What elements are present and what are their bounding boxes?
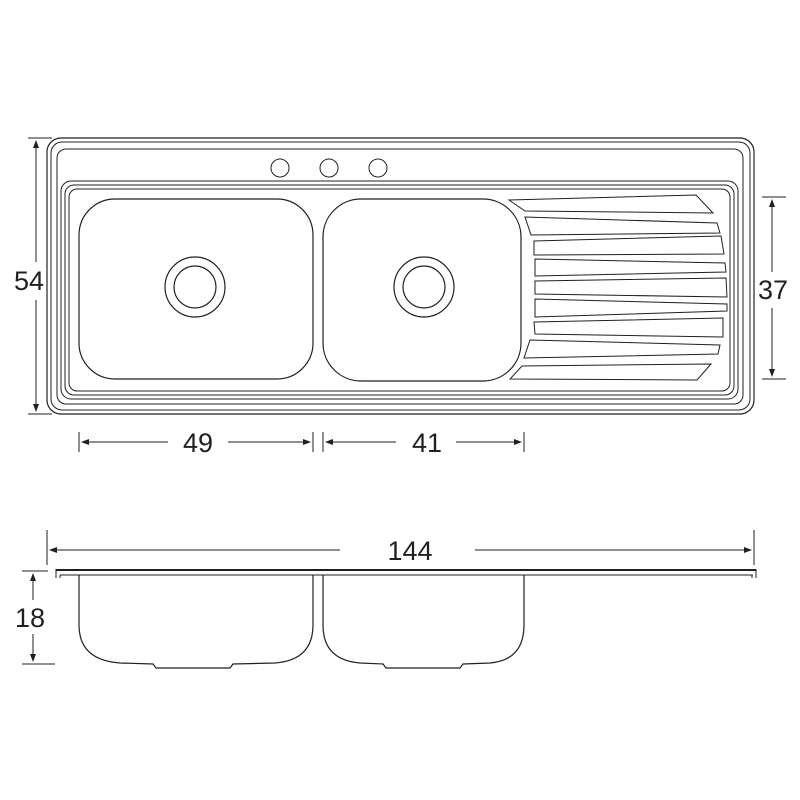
right-bowl [322, 198, 522, 382]
top-view [46, 137, 755, 415]
dimension-overall-depth: 54 [14, 137, 52, 415]
faucet-holes [270, 158, 388, 178]
left-bowl [78, 198, 314, 380]
faucet-hole [319, 158, 339, 178]
side-view [55, 569, 757, 669]
dimension-label-18: 18 [15, 603, 45, 633]
faucet-hole [368, 158, 388, 178]
dimension-label-49: 49 [183, 428, 213, 458]
left-drain [164, 256, 226, 318]
dimension-bowl-height: 18 [15, 570, 55, 665]
dimension-label-41: 41 [412, 428, 442, 458]
faucet-hole [270, 158, 290, 178]
dimension-drainboard-depth: 37 [758, 196, 788, 380]
drainboard-ribs [507, 194, 728, 381]
dimension-label-144: 144 [387, 536, 432, 566]
dimension-label-37: 37 [758, 275, 788, 305]
right-drain [393, 256, 455, 318]
dimension-overall-width: 144 [46, 530, 755, 566]
dimension-right-bowl-width: 41 [322, 428, 525, 458]
right-bowl-profile [322, 575, 525, 669]
dimension-label-54: 54 [14, 266, 44, 296]
dimension-left-bowl-width: 49 [78, 428, 314, 458]
left-bowl-profile [78, 575, 314, 669]
sink-outer-rim [46, 137, 755, 415]
